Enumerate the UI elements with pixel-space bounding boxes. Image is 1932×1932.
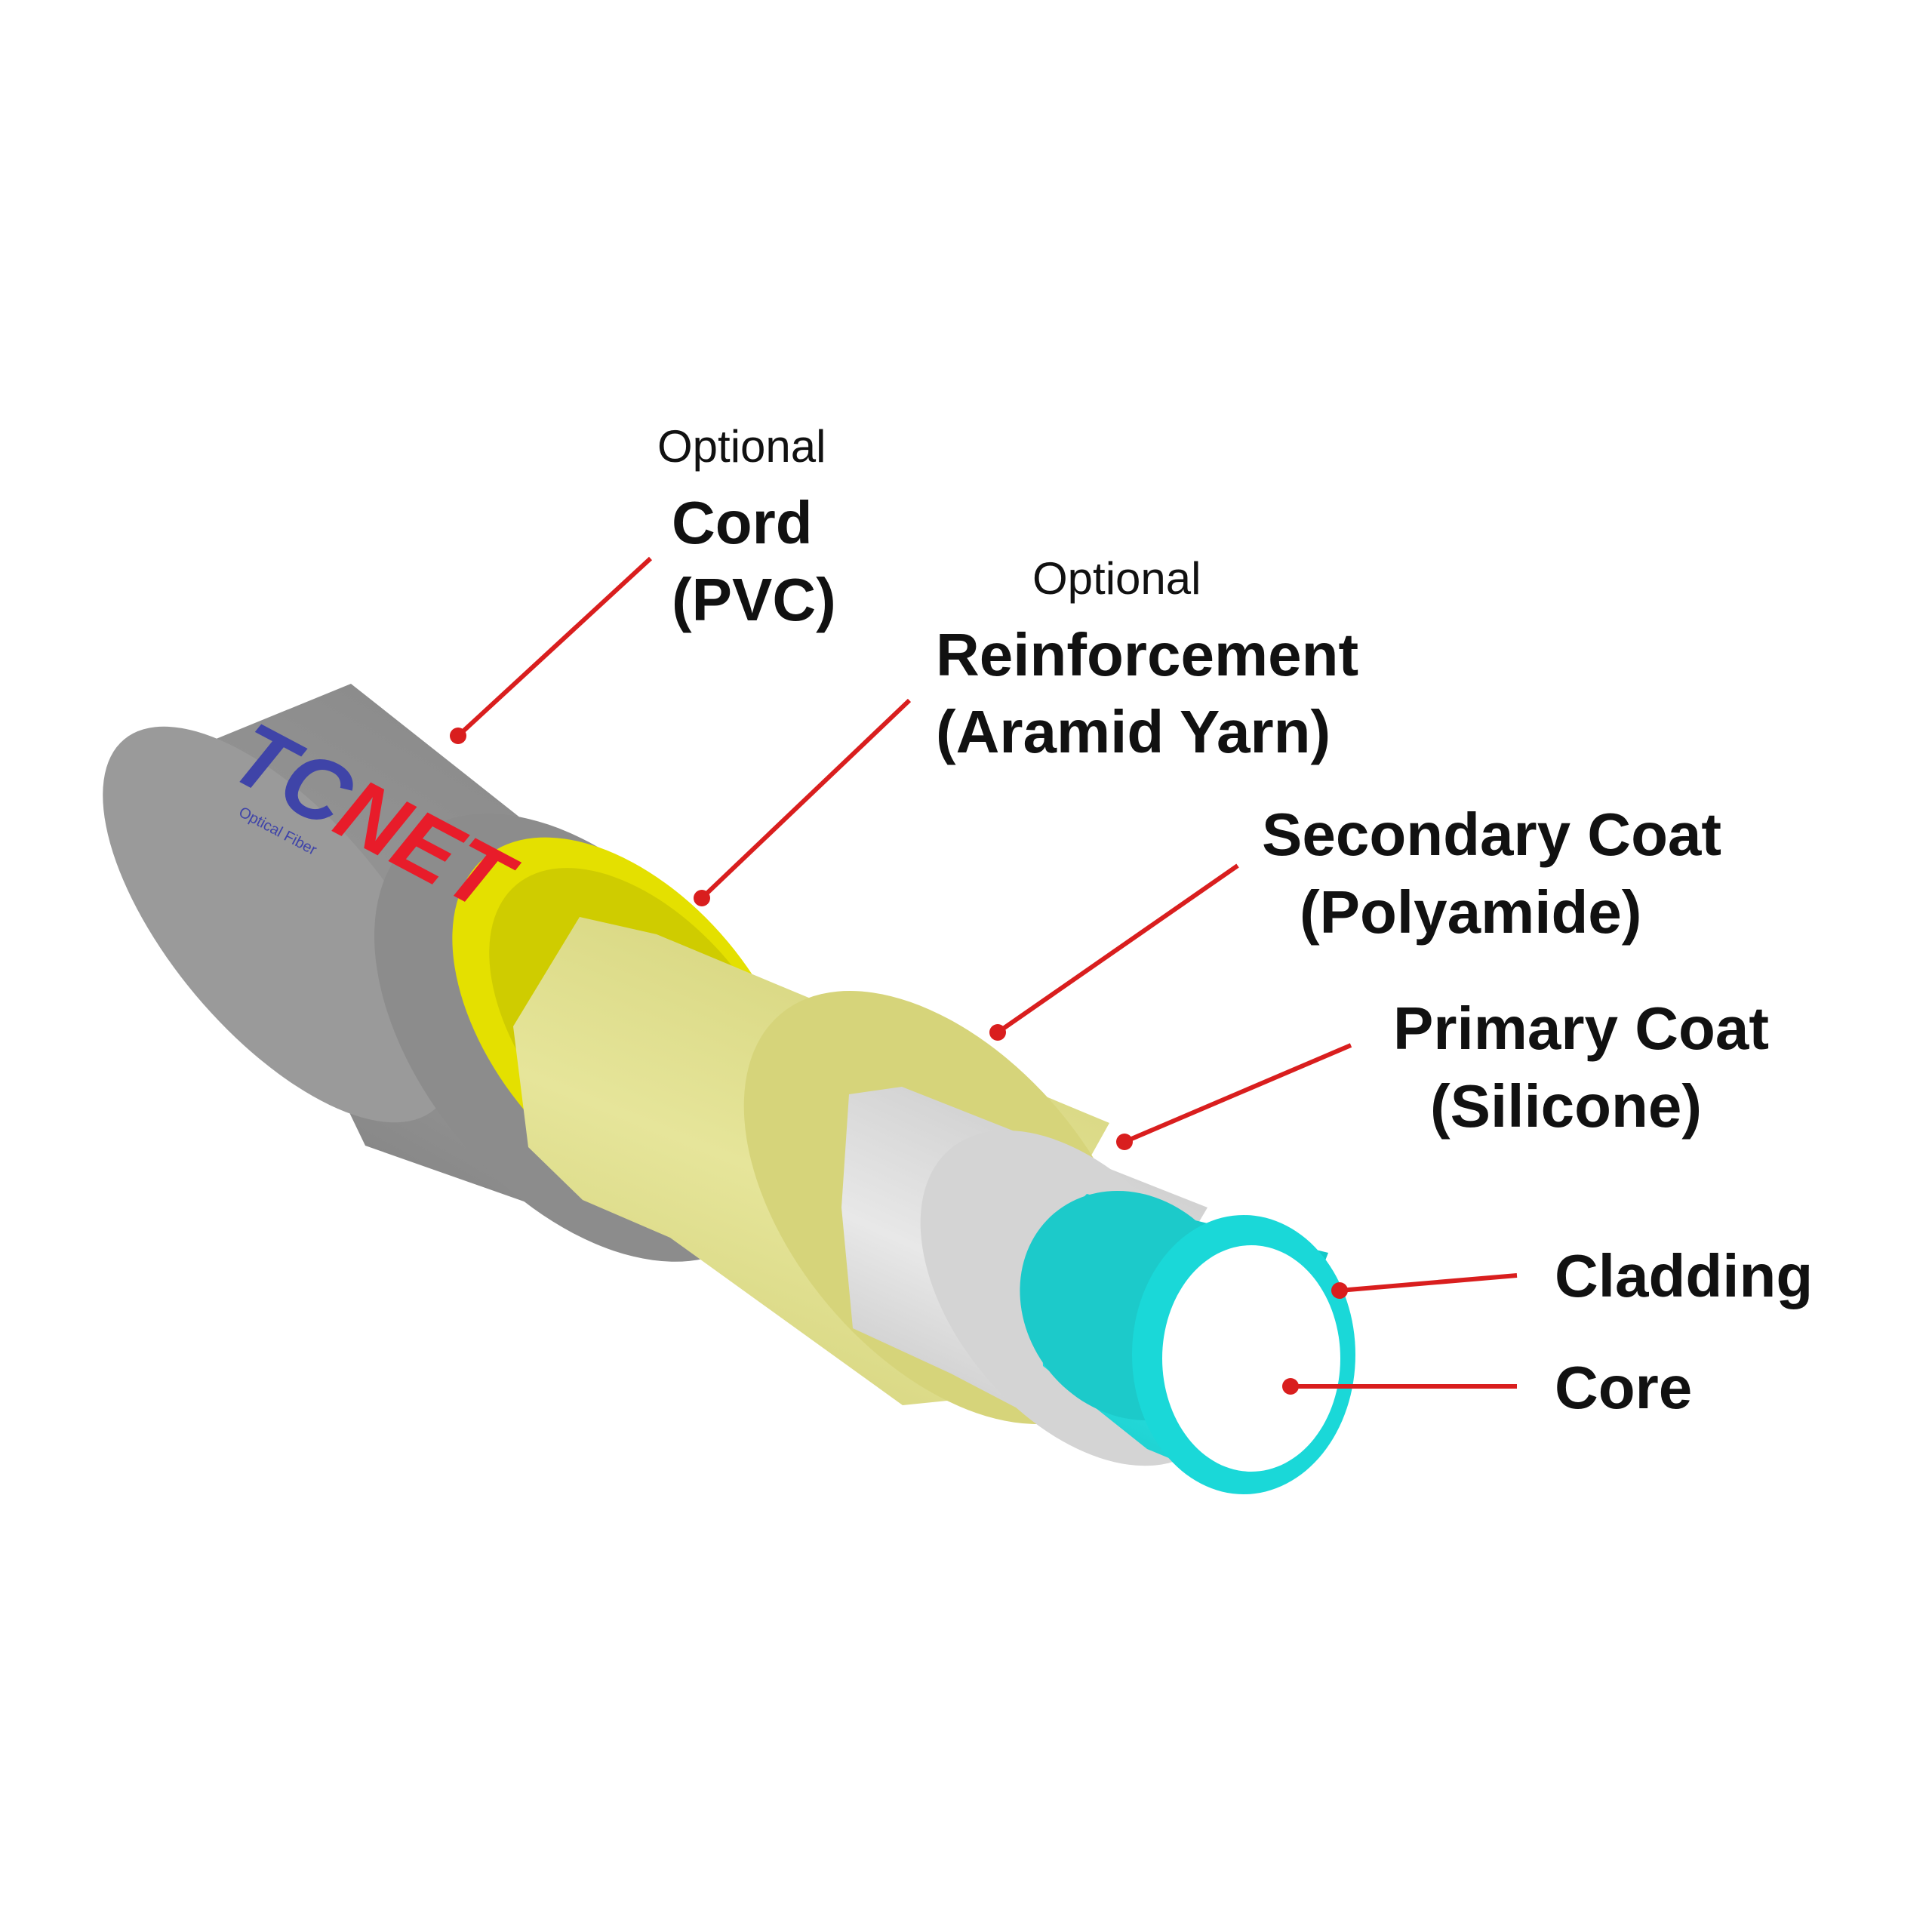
label-primary-coat-material: (Silicone) bbox=[1430, 1072, 1702, 1140]
leader-primary-coat bbox=[1123, 1043, 1352, 1144]
label-cord-optional: Optional bbox=[657, 421, 826, 472]
leader-cladding bbox=[1339, 1273, 1518, 1293]
label-reinforcement-title: Reinforcement bbox=[936, 621, 1358, 688]
dot-reinforcement bbox=[694, 890, 710, 906]
label-cord-material: (PVC) bbox=[672, 566, 836, 633]
label-reinforcement-material: (Aramid Yarn) bbox=[936, 698, 1331, 765]
dot-cladding bbox=[1331, 1282, 1348, 1299]
cord-back-cap bbox=[103, 726, 456, 1123]
label-reinforcement-optional: Optional bbox=[1032, 553, 1201, 604]
leader-secondary-coat bbox=[996, 863, 1239, 1035]
leader-cord bbox=[456, 556, 653, 738]
label-cladding: Cladding bbox=[1555, 1242, 1813, 1309]
dot-cord bbox=[450, 728, 466, 744]
leader-lines bbox=[456, 556, 1518, 1389]
label-primary-coat-title: Primary Coat bbox=[1393, 995, 1769, 1062]
label-core: Core bbox=[1555, 1354, 1692, 1421]
label-cord-title: Cord bbox=[672, 489, 813, 556]
label-secondary-coat-title: Secondary Coat bbox=[1262, 801, 1721, 868]
leader-reinforcement bbox=[700, 698, 912, 900]
labels: Optional Cord (PVC) Optional Reinforceme… bbox=[657, 421, 1813, 1421]
dot-primary-coat bbox=[1116, 1134, 1133, 1150]
dot-secondary-coat bbox=[989, 1024, 1006, 1041]
leader-dots bbox=[450, 728, 1348, 1395]
core-face bbox=[1162, 1245, 1340, 1472]
label-secondary-coat-material: (Polyamide) bbox=[1300, 878, 1641, 946]
dot-core bbox=[1282, 1378, 1299, 1395]
cladding-layer bbox=[1020, 1190, 1355, 1494]
